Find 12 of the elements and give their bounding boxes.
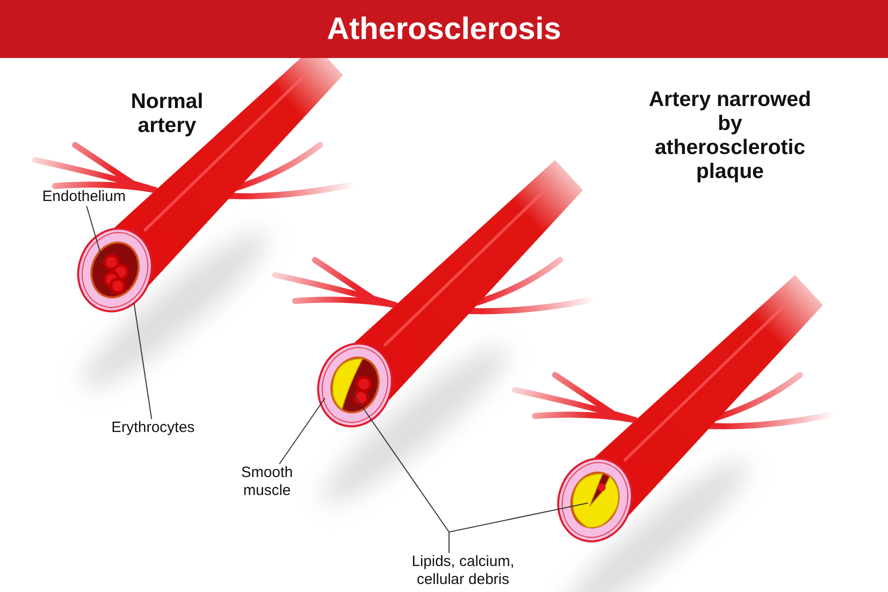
leader-line xyxy=(278,398,326,464)
heading: Normal artery xyxy=(130,90,204,138)
leader-line xyxy=(448,502,588,554)
leader-line xyxy=(134,302,152,420)
heading: Artery narrowed by atherosclerotic plaque xyxy=(648,88,812,184)
plaque-deposit xyxy=(572,473,619,528)
erythrocytes-drawing xyxy=(102,254,130,294)
title: Atherosclerosis xyxy=(326,11,562,47)
callout-label: Smooth muscle xyxy=(225,464,309,500)
callout-label: Lipids, calcium, cellular debris xyxy=(388,553,538,589)
callout-label: Erythrocytes xyxy=(96,419,210,437)
callout-label: Endothelium xyxy=(28,188,140,206)
